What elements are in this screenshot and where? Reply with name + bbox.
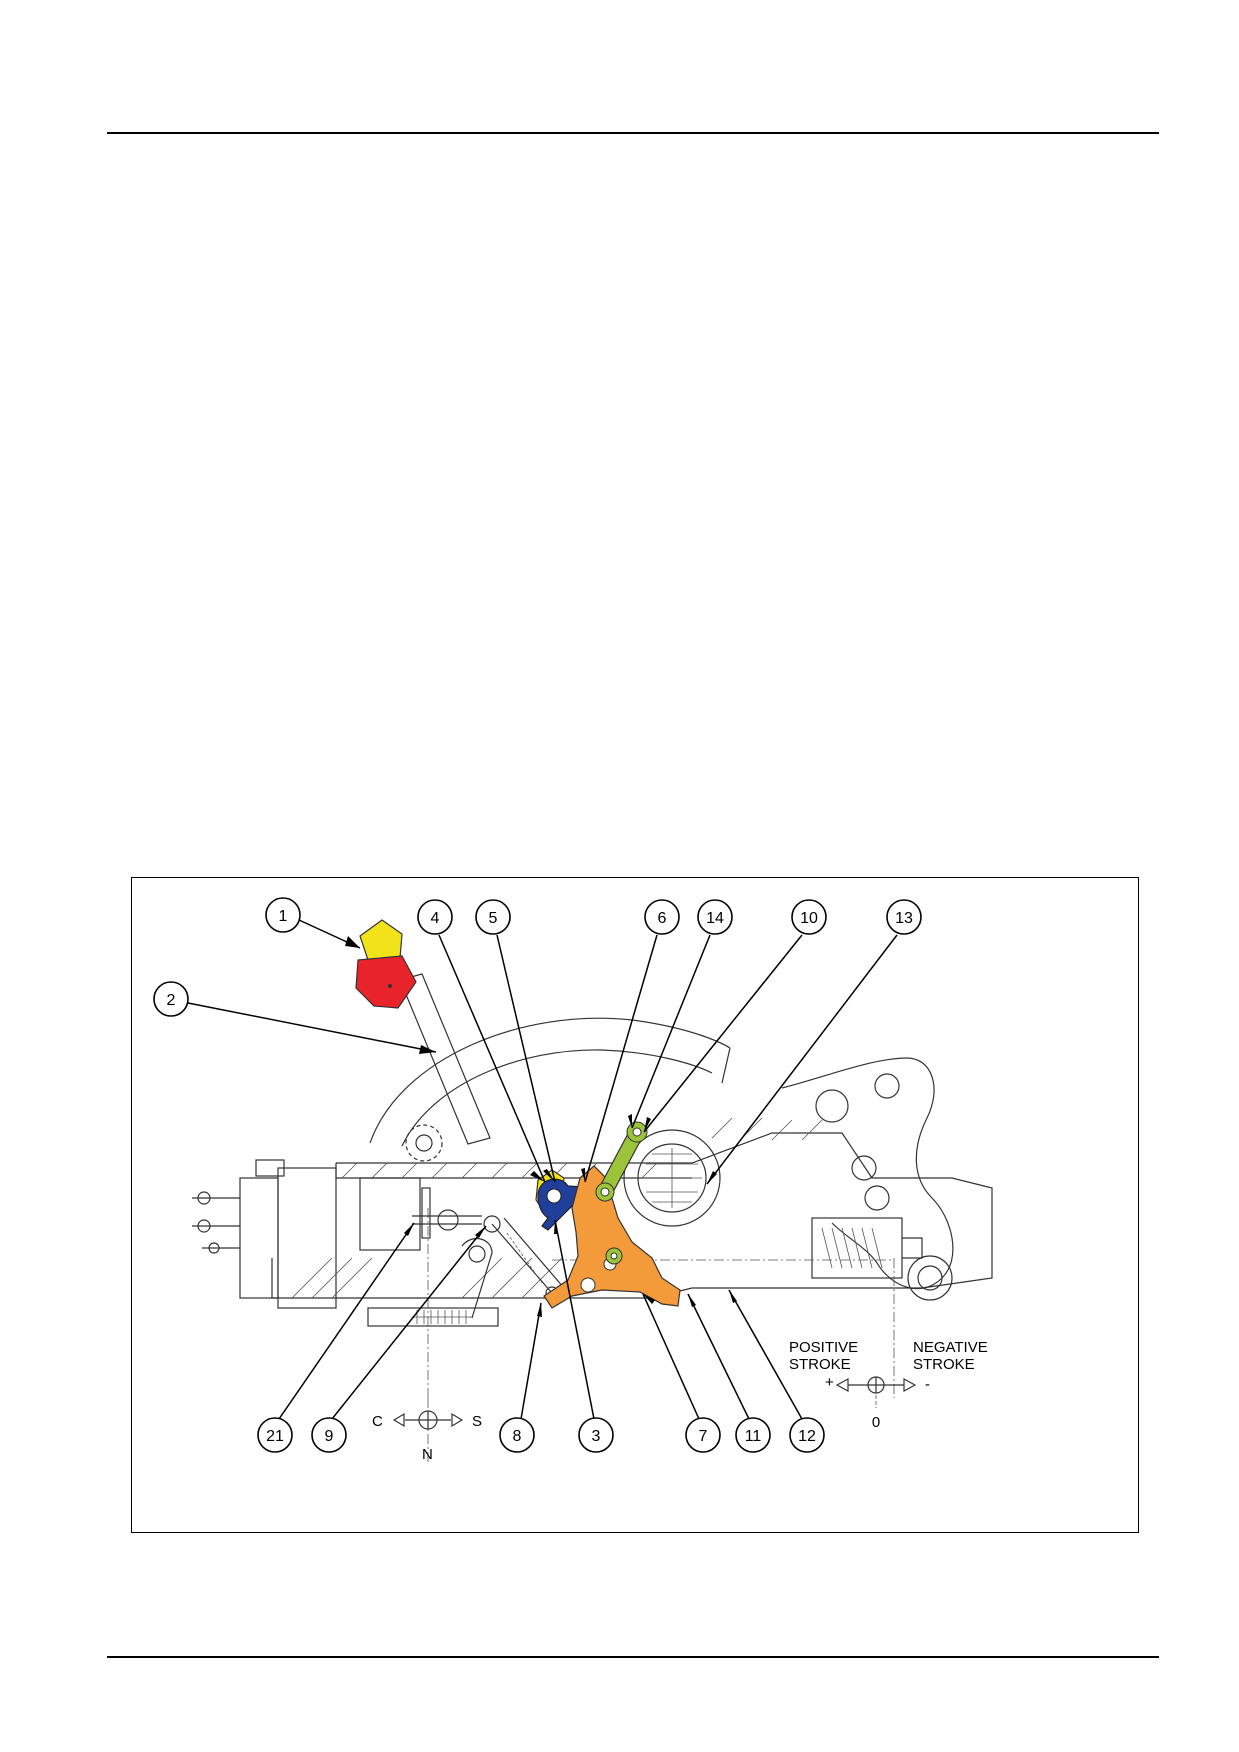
callout-label: 2 bbox=[167, 992, 176, 1009]
callout-label: 13 bbox=[895, 910, 913, 927]
negative-stroke-line2: STROKE bbox=[913, 1356, 975, 1373]
handle-lever bbox=[355, 919, 491, 1145]
leader-arrowheads bbox=[345, 936, 737, 1317]
negative-sign: - bbox=[925, 1376, 930, 1393]
csn-indicator: C S N bbox=[372, 1398, 482, 1463]
leader-lines bbox=[187, 919, 898, 1420]
callout-8: 8 bbox=[499, 1417, 535, 1453]
footer-rule bbox=[107, 1656, 1159, 1658]
callout-9: 9 bbox=[311, 1417, 347, 1453]
callout-label: 8 bbox=[513, 1428, 522, 1445]
callout-label: 10 bbox=[800, 910, 818, 927]
callout-label: 1 bbox=[279, 908, 288, 925]
callout-1: 1 bbox=[265, 897, 301, 933]
zero-label: 0 bbox=[872, 1414, 880, 1431]
positive-stroke-line2: STROKE bbox=[789, 1356, 851, 1373]
csn-s-label: S bbox=[472, 1413, 482, 1430]
callout-4: 4 bbox=[417, 899, 453, 935]
mechanism-diagram: 1 2 4 5 6 14 10 13 bbox=[153, 897, 993, 1463]
callout-label: 7 bbox=[699, 1428, 708, 1445]
header-rule bbox=[107, 132, 1159, 134]
positive-sign: + bbox=[825, 1374, 834, 1391]
negative-stroke-line1: NEGATIVE bbox=[913, 1339, 988, 1356]
callout-7: 7 bbox=[685, 1417, 721, 1453]
callout-label: 5 bbox=[489, 910, 498, 927]
callout-label: 4 bbox=[431, 910, 440, 927]
callout-10: 10 bbox=[791, 899, 827, 935]
callout-6: 6 bbox=[644, 899, 680, 935]
callout-label: 3 bbox=[592, 1428, 601, 1445]
callout-11: 11 bbox=[735, 1417, 771, 1453]
callout-label: 11 bbox=[745, 1428, 762, 1445]
callout-14: 14 bbox=[697, 899, 733, 935]
callout-5: 5 bbox=[475, 899, 511, 935]
callout-label: 6 bbox=[658, 910, 667, 927]
callout-21: 21 bbox=[257, 1417, 293, 1453]
callout-3: 3 bbox=[578, 1417, 614, 1453]
stroke-indicator: 0 POSITIVE STROKE + NEGATIVE STROKE - bbox=[789, 1339, 988, 1431]
positive-stroke-line1: POSITIVE bbox=[789, 1339, 858, 1356]
callout-label: 12 bbox=[798, 1428, 816, 1445]
csn-n-label: N bbox=[422, 1446, 433, 1463]
callout-label: 21 bbox=[266, 1428, 284, 1445]
callout-label: 9 bbox=[325, 1428, 334, 1445]
callout-12: 12 bbox=[789, 1417, 825, 1453]
callout-2: 2 bbox=[153, 981, 189, 1017]
orange-cam bbox=[543, 1165, 681, 1309]
callout-13: 13 bbox=[886, 899, 922, 935]
csn-c-label: C bbox=[372, 1413, 383, 1430]
figure-frame: 1 2 4 5 6 14 10 13 bbox=[131, 877, 1139, 1533]
callout-label: 14 bbox=[706, 910, 724, 927]
